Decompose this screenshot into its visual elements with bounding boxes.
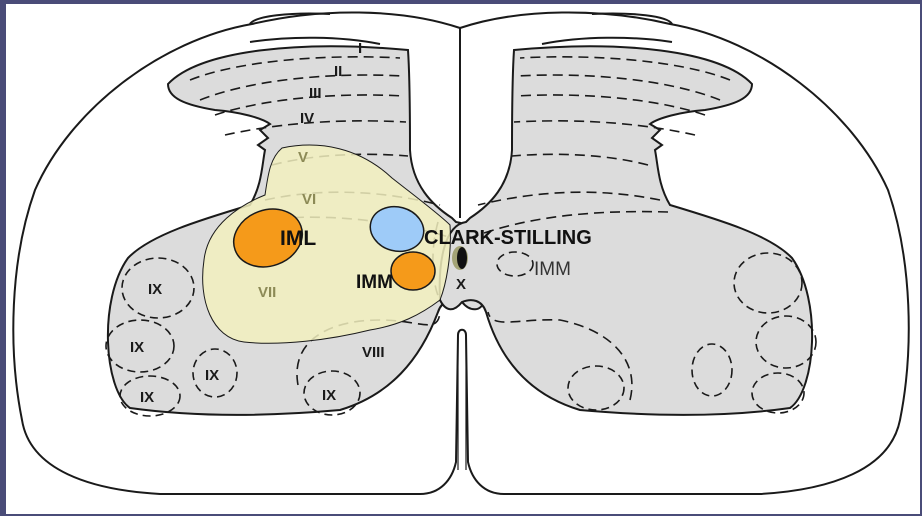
right-lamina-boundary-i bbox=[519, 56, 731, 81]
motor-pool-ix-2 bbox=[105, 319, 175, 373]
right-lamina-boundary-vi bbox=[477, 191, 661, 206]
right-dorsal-root-inner bbox=[541, 36, 673, 45]
label-imm-contralateral: IMM bbox=[534, 259, 571, 280]
motor-pool-ix-5 bbox=[303, 370, 361, 416]
right-motor-pool-3 bbox=[751, 372, 805, 414]
lamina-vii-zone bbox=[202, 144, 451, 344]
central-canal bbox=[457, 247, 467, 269]
clarke-nucleus bbox=[369, 205, 425, 253]
label-lamina-ix-2: IX bbox=[130, 339, 144, 356]
right-gray-matter bbox=[438, 45, 813, 416]
lamina-boundary-iii bbox=[214, 94, 405, 116]
label-lamina-vi: VI bbox=[302, 191, 316, 208]
left-motor-pools bbox=[105, 257, 361, 417]
label-lamina-vii: VII bbox=[258, 284, 276, 301]
right-motor-pool-4 bbox=[691, 343, 733, 397]
label-clarke: CLARK-STILLING bbox=[424, 227, 592, 249]
right-lamina-boundary-vii bbox=[469, 210, 669, 239]
label-lamina-x: X bbox=[456, 276, 466, 293]
label-lamina-viii: VIII bbox=[362, 344, 385, 361]
label-lamina-ii: II bbox=[334, 63, 342, 80]
label-lamina-ix-3: IX bbox=[140, 389, 154, 406]
label-lamina-i: I bbox=[358, 40, 362, 57]
lamina-boundary-i bbox=[189, 56, 401, 81]
right-motor-pool-2 bbox=[755, 315, 817, 369]
right-lamina-boundary-v bbox=[511, 153, 649, 166]
right-lamina-boundary-ii bbox=[517, 74, 721, 101]
label-lamina-iii: III bbox=[309, 85, 322, 102]
right-motor-pools bbox=[496, 251, 817, 414]
left-dorsal-root-inner bbox=[249, 36, 381, 45]
lamina-boundary-iv bbox=[224, 120, 407, 136]
right-lamina-boundary-iv bbox=[513, 120, 696, 136]
left-dorsal-root-bump bbox=[249, 12, 331, 25]
label-imm: IMM bbox=[356, 272, 393, 293]
lamina-boundary-ii bbox=[199, 74, 403, 101]
right-imm-outline bbox=[496, 251, 534, 277]
right-dorsal-root-bump bbox=[591, 12, 673, 25]
motor-pool-ix-1 bbox=[121, 257, 195, 319]
imm-nucleus bbox=[390, 251, 436, 291]
label-lamina-iv: IV bbox=[300, 110, 314, 127]
right-motor-pool-1 bbox=[733, 252, 803, 314]
label-lamina-ix-4: IX bbox=[205, 367, 219, 384]
right-lamina-boundary-viii bbox=[487, 311, 633, 401]
right-motor-pool-5 bbox=[567, 365, 625, 411]
motor-pool-ix-3 bbox=[119, 375, 181, 417]
right-laminae-boundaries bbox=[469, 56, 731, 401]
ventral-median-fissure bbox=[457, 335, 467, 470]
iml-nucleus bbox=[232, 208, 304, 268]
label-lamina-ix-5: IX bbox=[322, 387, 336, 404]
label-lamina-v: V bbox=[298, 149, 308, 166]
right-lamina-boundary-iii bbox=[515, 94, 706, 116]
label-lamina-ix-1: IX bbox=[148, 281, 162, 298]
motor-pool-ix-4 bbox=[192, 348, 238, 398]
label-iml: IML bbox=[280, 227, 316, 250]
